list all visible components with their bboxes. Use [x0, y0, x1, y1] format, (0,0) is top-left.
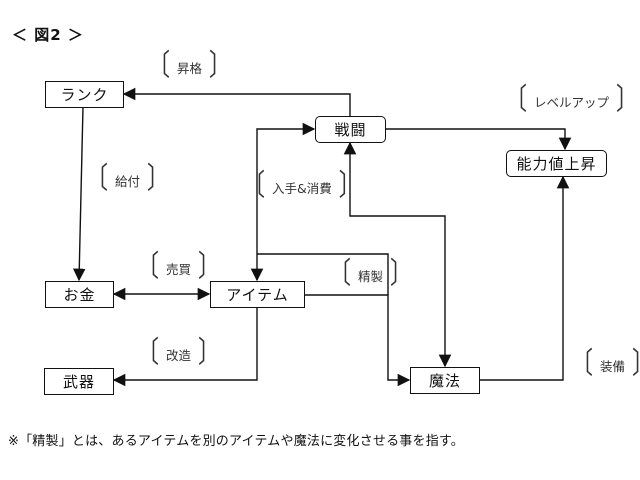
- label-promotion: 〔昇格〕: [148, 49, 232, 84]
- edge-rank-money: [72, 106, 86, 282]
- bracket-left-icon: 〔: [148, 49, 171, 84]
- bracket-left-icon: 〔: [137, 250, 160, 285]
- bracket-left-icon: 〔: [329, 257, 352, 292]
- footnote: ※「精製」とは、あるアイテムを別のアイテムや魔法に変化させる事を指す。: [8, 434, 464, 449]
- bracket-left-icon: 〔: [571, 347, 594, 382]
- bracket-right-icon: 〕: [338, 169, 361, 204]
- bracket-right-icon: 〕: [198, 250, 221, 285]
- node-weapon: 武器: [44, 368, 114, 395]
- edge-battle-statup: [385, 128, 572, 151]
- node-rank: ランク: [45, 81, 124, 108]
- label-level-up: 〔レベルアップ〕: [505, 83, 639, 118]
- bracket-right-icon: 〕: [147, 162, 170, 197]
- bracket-left-icon: 〔: [505, 83, 528, 118]
- node-battle: 戦闘: [315, 116, 386, 143]
- edge-item-magic: [304, 294, 411, 387]
- label-refine: 〔精製〕: [329, 257, 413, 292]
- edge-item-refine-branch: [257, 253, 389, 295]
- edge-item-weapon: [112, 307, 258, 387]
- node-money: お金: [45, 281, 114, 308]
- node-item: アイテム: [210, 281, 305, 308]
- edge-battle-rank: [122, 87, 351, 116]
- bracket-left-icon: 〔: [137, 336, 160, 371]
- bracket-right-icon: 〕: [209, 49, 232, 84]
- node-magic: 魔法: [410, 367, 480, 394]
- bracket-left-icon: 〔: [86, 162, 109, 197]
- bracket-right-icon: 〕: [616, 83, 639, 118]
- edge-magic-statup: [479, 175, 570, 381]
- bracket-right-icon: 〕: [198, 336, 221, 371]
- edge-item-battle: [250, 122, 316, 282]
- edge-battle-magic: [343, 141, 452, 368]
- bracket-right-icon: 〕: [632, 349, 640, 380]
- figure-title: ＜ 図2 ＞: [12, 26, 84, 44]
- label-equip: 〔装備〕: [571, 349, 640, 379]
- label-payment: 〔給付〕: [86, 162, 170, 197]
- label-modify: 〔改造〕: [137, 336, 221, 371]
- bracket-left-icon: 〔: [243, 169, 266, 204]
- node-stat-up: 能力値上昇: [506, 150, 607, 177]
- bracket-right-icon: 〕: [390, 257, 413, 292]
- label-trade: 〔売買〕: [137, 250, 221, 285]
- label-obtain-consume: 〔入手&消費〕: [243, 169, 361, 204]
